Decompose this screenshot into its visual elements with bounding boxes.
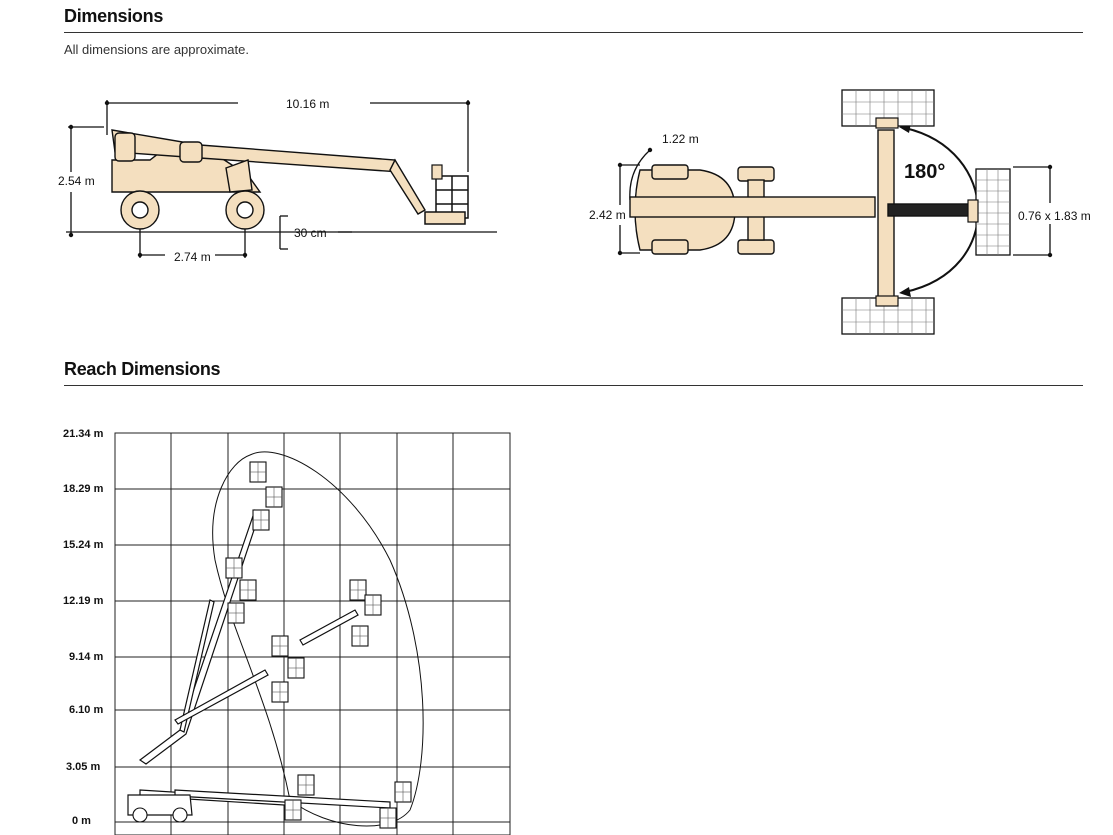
overall-length-label: 10.16 m	[286, 97, 330, 111]
ytick-label: 12.19 m	[63, 595, 104, 607]
ytick-label: 0 m	[72, 815, 91, 827]
reach-title: Reach Dimensions	[64, 359, 221, 379]
ytick-label: 15.24 m	[63, 539, 104, 551]
platform-size-label: 0.76 x 1.83 m	[1018, 209, 1091, 223]
dimensions-title: Dimensions	[64, 6, 164, 26]
ytick-label: 21.34 m	[63, 428, 104, 440]
width-label: 2.42 m	[589, 208, 626, 222]
wheelbase-label: 2.74 m	[174, 250, 211, 264]
tail-swing-label: 1.22 m	[662, 132, 699, 146]
ytick-label: 6.10 m	[69, 704, 104, 716]
stowed-height-label: 2.54 m	[58, 174, 95, 188]
rotation-label: 180°	[904, 161, 946, 183]
reach-rule	[64, 385, 1083, 386]
ytick-label: 9.14 m	[69, 651, 104, 663]
ytick-label: 18.29 m	[63, 483, 104, 495]
ytick-label: 3.05 m	[66, 761, 101, 773]
ground-clearance-label: 30 cm	[294, 226, 327, 240]
dimensions-rule	[64, 32, 1083, 33]
dimensions-subtitle: All dimensions are approximate.	[64, 42, 249, 57]
